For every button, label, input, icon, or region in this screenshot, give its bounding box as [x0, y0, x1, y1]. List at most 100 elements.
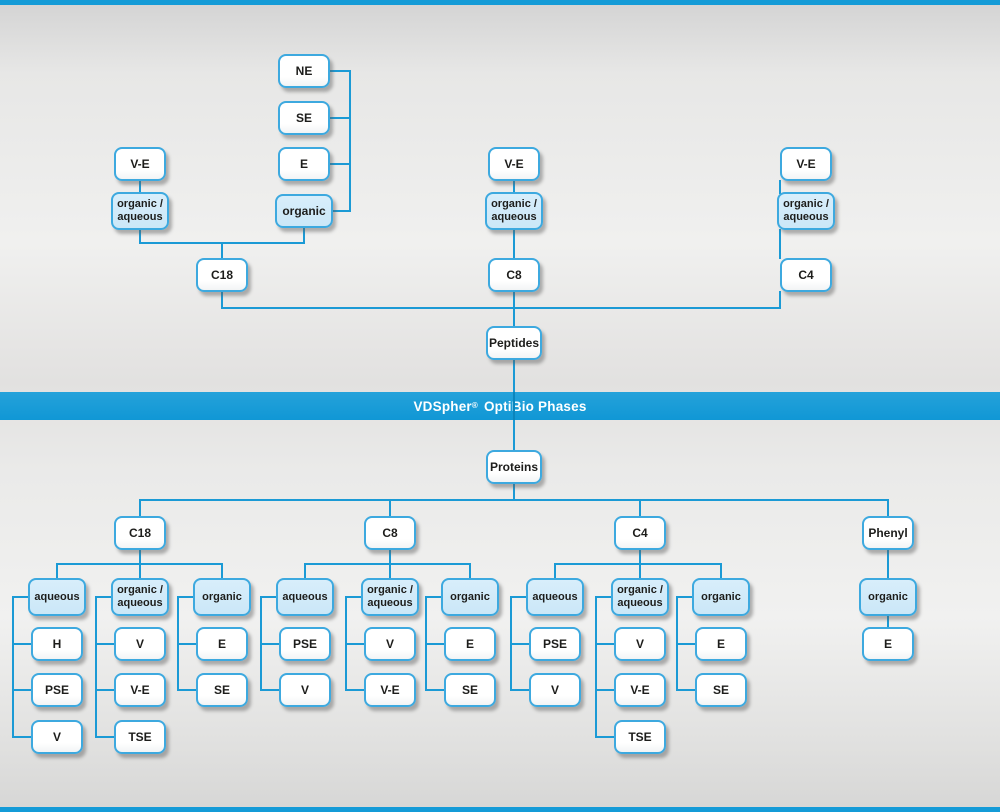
connector — [95, 736, 115, 738]
connector — [425, 689, 445, 691]
connector — [425, 596, 442, 598]
connector — [676, 643, 696, 645]
connector — [221, 291, 223, 309]
proteins-c4-aqueous-phase: aqueous — [526, 578, 584, 616]
connector — [139, 229, 141, 244]
connector — [139, 180, 141, 194]
proteins-c18-orgaq-v: V — [114, 627, 166, 661]
connector — [221, 242, 223, 259]
connector — [221, 307, 781, 309]
proteins-c8-aqueous-phase: aqueous — [276, 578, 334, 616]
connector — [260, 596, 277, 598]
proteins-c8-orgaq-ve: V-E — [364, 673, 416, 707]
connector — [513, 420, 515, 451]
connector — [326, 70, 350, 72]
connector — [639, 499, 641, 517]
connector — [260, 689, 280, 691]
peptides-c18-organic-column-ne: NE — [278, 54, 330, 88]
connector — [779, 180, 781, 194]
proteins-c18-box: C18 — [114, 516, 166, 550]
connector — [887, 615, 889, 628]
bottom-accent-bar — [0, 807, 1000, 812]
connector — [779, 291, 781, 309]
proteins-c18-aqueous-phase: aqueous — [28, 578, 86, 616]
connector — [595, 689, 615, 691]
connector — [12, 736, 32, 738]
connector — [330, 210, 350, 212]
connector — [12, 689, 32, 691]
connector — [595, 596, 597, 738]
peptides-c18-organic-aqueous-phase: organic / aqueous — [111, 192, 169, 230]
connector — [177, 596, 194, 598]
peptides-c18-organic-column-e: E — [278, 147, 330, 181]
connector — [56, 563, 58, 579]
connector — [12, 643, 32, 645]
peptides-c4-organic-aqueous-phase: organic / aqueous — [777, 192, 835, 230]
connector — [12, 596, 14, 738]
connector — [389, 499, 391, 517]
proteins-c8-aqueous-v: V — [279, 673, 331, 707]
connector — [887, 499, 889, 517]
peptides-c18-ve-column: V-E — [114, 147, 166, 181]
connector — [510, 643, 530, 645]
proteins-c18-aqueous-h: H — [31, 627, 83, 661]
proteins-c18-orgaq-ve: V-E — [114, 673, 166, 707]
peptides-c4-box: C4 — [780, 258, 832, 292]
connector — [425, 643, 445, 645]
connector — [554, 563, 722, 565]
peptides-c4-ve-column: V-E — [780, 147, 832, 181]
proteins-c4-organic-e: E — [695, 627, 747, 661]
proteins-c8-organic-phase: organic — [441, 578, 499, 616]
peptides-c8-box: C8 — [488, 258, 540, 292]
connector — [345, 643, 365, 645]
connector — [326, 117, 350, 119]
connector — [676, 689, 696, 691]
proteins-c8-orgaq-v: V — [364, 627, 416, 661]
title-banner: VDSpher® OptiBio Phases — [0, 392, 1000, 420]
connector — [469, 563, 471, 579]
proteins-c4-orgaq-tse: TSE — [614, 720, 666, 754]
connector — [595, 643, 615, 645]
connector — [513, 392, 515, 420]
proteins-c8-organic-se: SE — [444, 673, 496, 707]
connector — [513, 359, 515, 393]
top-accent-bar — [0, 0, 1000, 5]
proteins-c4-organic-phase: organic — [692, 578, 750, 616]
peptides-c18-organic-column-se: SE — [278, 101, 330, 135]
connector — [513, 180, 515, 194]
banner-brand: VDSpher — [413, 398, 472, 414]
connector — [887, 549, 889, 579]
connector — [513, 291, 515, 327]
connector — [326, 163, 350, 165]
proteins-c18-aqueous-pse: PSE — [31, 673, 83, 707]
proteins-phenyl-organic-e: E — [862, 627, 914, 661]
connector — [177, 689, 197, 691]
peptides-c18-box: C18 — [196, 258, 248, 292]
peptides-c8-ve-column: V-E — [488, 147, 540, 181]
connector — [304, 563, 471, 565]
connector — [513, 229, 515, 259]
connector — [345, 596, 362, 598]
connector — [513, 483, 515, 500]
peptides-c18-organic-phase: organic — [275, 194, 333, 228]
connector — [95, 596, 112, 598]
proteins-c18-organic-aqueous-phase: organic / aqueous — [111, 578, 169, 616]
connector — [303, 227, 305, 244]
connector — [12, 596, 29, 598]
proteins-c4-organic-aqueous-phase: organic / aqueous — [611, 578, 669, 616]
peptides-c8-organic-aqueous-phase: organic / aqueous — [485, 192, 543, 230]
connector — [260, 643, 280, 645]
connector — [554, 563, 556, 579]
proteins-c4-organic-se: SE — [695, 673, 747, 707]
proteins-c8-aqueous-pse: PSE — [279, 627, 331, 661]
connector — [177, 643, 197, 645]
connector — [95, 643, 115, 645]
connector — [95, 596, 97, 738]
connector — [595, 736, 615, 738]
connector — [510, 689, 530, 691]
banner-rest: OptiBio Phases — [483, 398, 587, 414]
proteins-c8-organic-aqueous-phase: organic / aqueous — [361, 578, 419, 616]
proteins-c18-organic-e: E — [196, 627, 248, 661]
proteins-c4-box: C4 — [614, 516, 666, 550]
proteins-c18-orgaq-tse: TSE — [114, 720, 166, 754]
